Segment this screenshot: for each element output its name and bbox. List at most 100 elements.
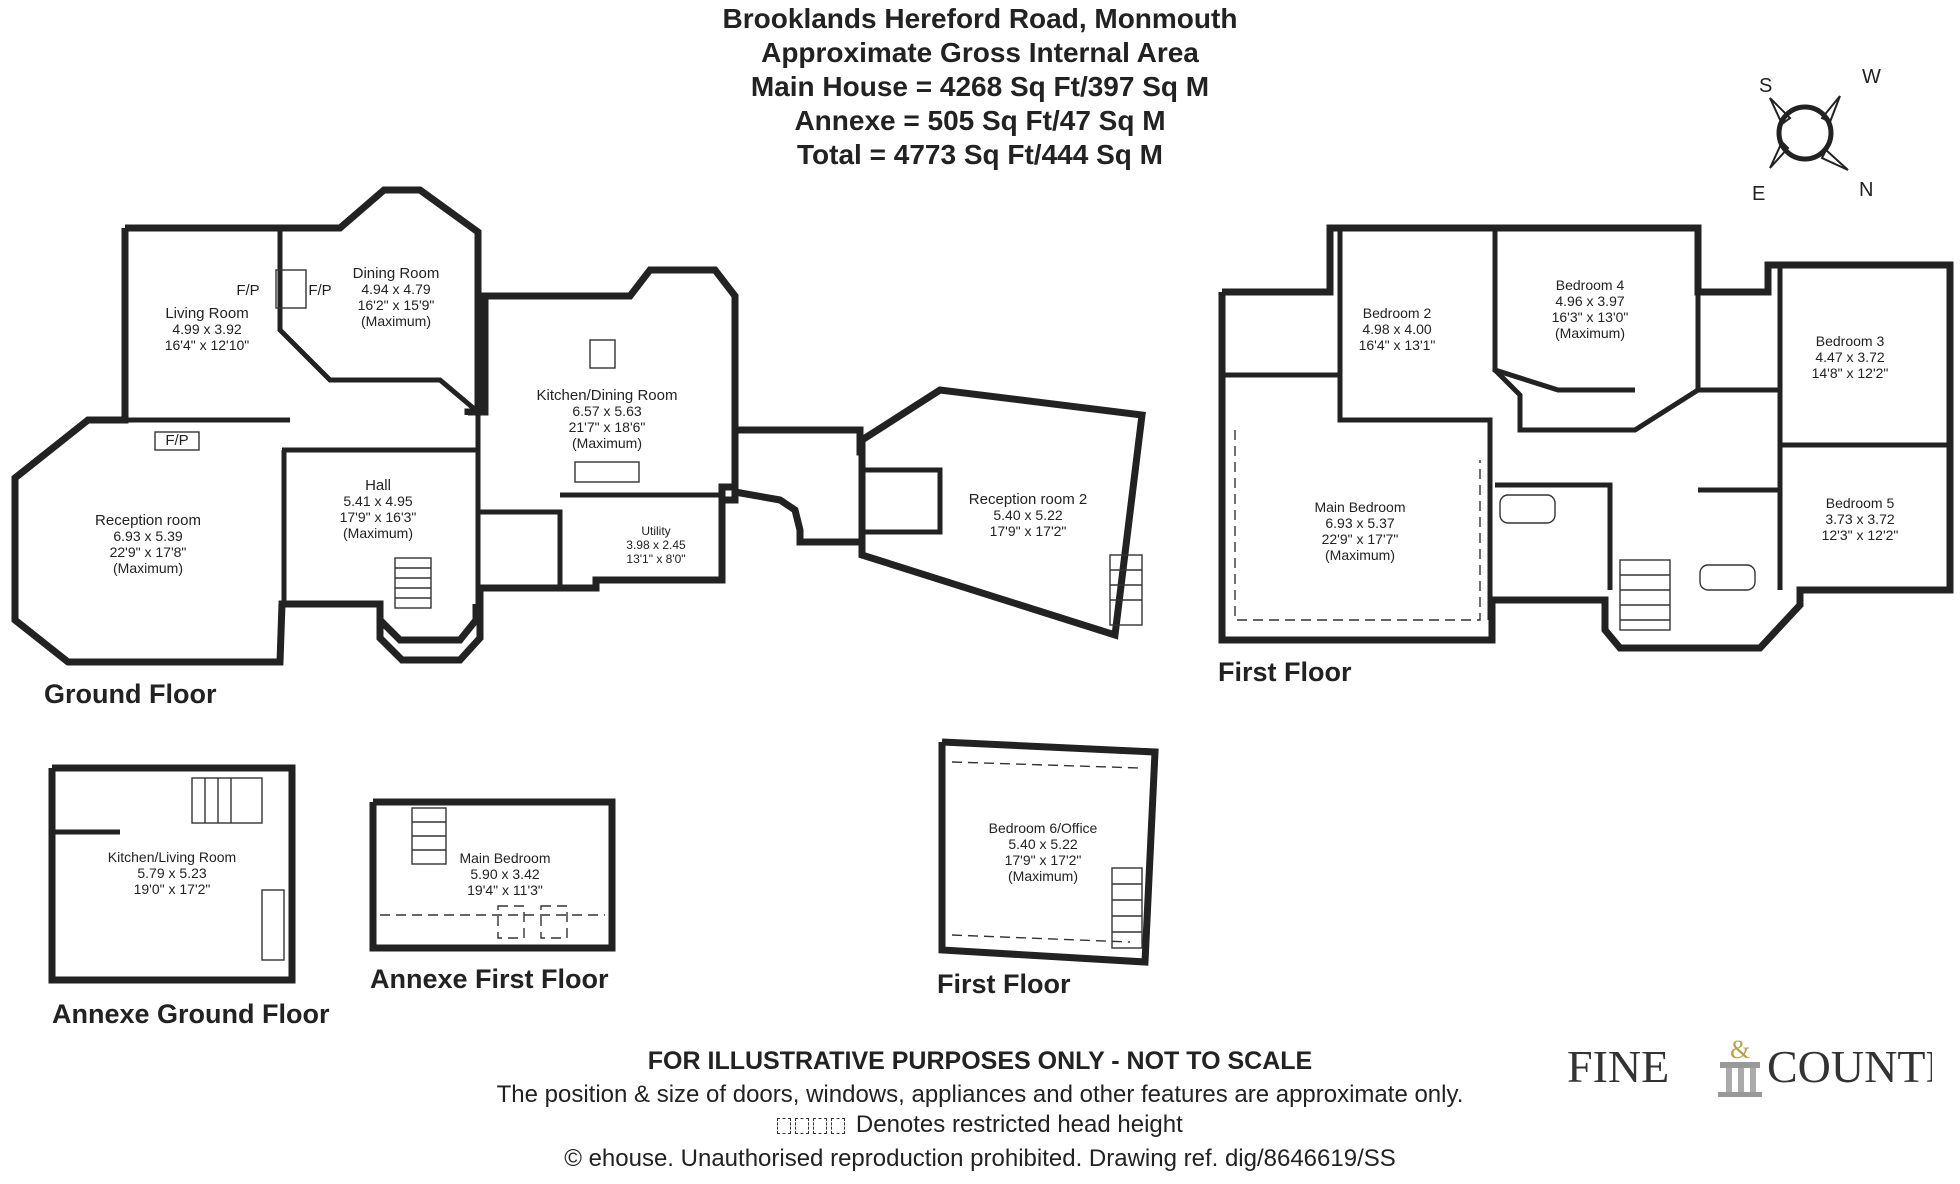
room-metric: 4.94 x 4.79 xyxy=(361,281,430,297)
legend: Denotes restricted head height xyxy=(0,1110,1960,1140)
room-annexe-bedroom: Main Bedroom 5.90 x 3.42 19'4" x 11'3" xyxy=(459,850,550,898)
main-house-area: Main House = 4268 Sq Ft/397 Sq M xyxy=(750,71,1210,102)
room-metric: 4.99 x 3.92 xyxy=(172,321,241,337)
room-living: Living Room 4.99 x 3.92 16'4" x 12'10" xyxy=(165,305,250,353)
total-area: Total = 4773 Sq Ft/444 Sq M xyxy=(797,139,1163,170)
compass-s: S xyxy=(1759,75,1772,97)
room-bedroom6: Bedroom 6/Office 5.40 x 5.22 17'9" x 17'… xyxy=(989,820,1098,884)
fine-country-logo: FINE & COUNTRY xyxy=(1562,1030,1960,1100)
room-imperial: 12'3" x 12'2" xyxy=(1822,527,1899,543)
restricted-height-legend-icon xyxy=(777,1111,849,1138)
room-imperial: 16'4" x 13'1" xyxy=(1359,337,1436,353)
room-note: (Maximum) xyxy=(343,525,413,541)
copyright: © ehouse. Unauthorised reproduction proh… xyxy=(564,1145,1396,1172)
first-floor-plan xyxy=(1218,224,1954,652)
room-imperial: 16'3" x 13'0" xyxy=(1552,309,1629,325)
fp-reception: F/P xyxy=(165,432,188,449)
floor-label-annexe-ground: Annexe Ground Floor xyxy=(52,999,330,1029)
room-main-bedroom: Main Bedroom 6.93 x 5.37 22'9" x 17'7" (… xyxy=(1314,499,1405,563)
room-name: Hall xyxy=(365,477,391,494)
floor-label-first-office: First Floor xyxy=(937,969,1071,999)
logo-country: COUNTRY xyxy=(1767,1041,1932,1092)
room-name: Bedroom 4 xyxy=(1556,277,1625,293)
compass-rose-icon: S W E N xyxy=(1752,66,1881,205)
room-name: Main Bedroom xyxy=(1314,499,1405,515)
room-metric: 3.73 x 3.72 xyxy=(1825,511,1894,527)
room-name: Utility xyxy=(641,524,670,538)
compass-e: E xyxy=(1752,183,1765,205)
room-note: (Maximum) xyxy=(572,435,642,451)
floor-label-ground: Ground Floor xyxy=(44,679,217,709)
room-imperial: 17'9" x 16'3" xyxy=(340,509,417,525)
room-imperial: 16'2" x 15'9" xyxy=(358,297,435,313)
room-metric: 6.93 x 5.39 xyxy=(113,528,182,544)
room-bedroom2: Bedroom 2 4.98 x 4.00 16'4" x 13'1" xyxy=(1359,305,1436,353)
annexe-ground-plan xyxy=(48,764,296,984)
disclaimer: FOR ILLUSTRATIVE PURPOSES ONLY - NOT TO … xyxy=(647,1047,1313,1075)
compass-w: W xyxy=(1862,66,1881,88)
room-metric: 6.57 x 5.63 xyxy=(572,403,641,419)
fp-labels: F/P F/P F/P xyxy=(165,282,331,449)
room-bedroom3: Bedroom 3 4.47 x 3.72 14'8" x 12'2" xyxy=(1812,333,1889,381)
area-subtitle: Approximate Gross Internal Area xyxy=(761,37,1199,68)
room-imperial: 22'9" x 17'8" xyxy=(110,544,187,560)
room-name: Living Room xyxy=(165,305,248,322)
room-utility: Utility 3.98 x 2.45 13'1" x 8'0" xyxy=(626,524,686,566)
room-name: Bedroom 2 xyxy=(1363,305,1432,321)
room-metric: 4.47 x 3.72 xyxy=(1815,349,1884,365)
room-metric: 5.40 x 5.22 xyxy=(993,507,1062,523)
fp-dining: F/P xyxy=(308,282,331,299)
room-name: Bedroom 6/Office xyxy=(989,820,1098,836)
room-name: Bedroom 5 xyxy=(1826,495,1895,511)
ground-floor-plan xyxy=(11,186,1146,666)
room-reception2: Reception room 2 5.40 x 5.22 17'9" x 17'… xyxy=(969,491,1087,539)
room-metric: 5.40 x 5.22 xyxy=(1008,836,1077,852)
room-note: (Maximum) xyxy=(1555,325,1625,341)
room-hall: Hall 5.41 x 4.95 17'9" x 16'3" (Maximum) xyxy=(340,477,417,541)
room-imperial: 19'4" x 11'3" xyxy=(467,882,543,898)
position-note: The position & size of doors, windows, a… xyxy=(496,1081,1464,1108)
fp-living: F/P xyxy=(236,282,259,299)
room-name: Bedroom 3 xyxy=(1816,333,1885,349)
annexe-area: Annexe = 505 Sq Ft/47 Sq M xyxy=(794,105,1166,136)
room-metric: 5.90 x 3.42 xyxy=(470,866,539,882)
room-name: Main Bedroom xyxy=(459,850,550,866)
room-metric: 4.96 x 3.97 xyxy=(1555,293,1624,309)
logo-fine: FINE xyxy=(1567,1041,1669,1092)
floor-label-first: First Floor xyxy=(1218,657,1352,687)
room-bedroom4: Bedroom 4 4.96 x 3.97 16'3" x 13'0" (Max… xyxy=(1552,277,1629,341)
room-metric: 5.79 x 5.23 xyxy=(137,865,206,881)
legend-text: Denotes restricted head height xyxy=(855,1111,1183,1138)
room-bedroom5: Bedroom 5 3.73 x 3.72 12'3" x 12'2" xyxy=(1822,495,1899,543)
room-imperial: 14'8" x 12'2" xyxy=(1812,365,1889,381)
room-metric: 4.98 x 4.00 xyxy=(1362,321,1431,337)
room-reception: Reception room 6.93 x 5.39 22'9" x 17'8"… xyxy=(95,512,201,576)
floor-label-annexe-first: Annexe First Floor xyxy=(370,964,609,994)
room-imperial: 16'4" x 12'10" xyxy=(165,337,250,353)
room-note: (Maximum) xyxy=(361,313,431,329)
compass-n: N xyxy=(1859,179,1873,201)
annexe-first-plan xyxy=(369,798,616,952)
logo-amp: & xyxy=(1730,1035,1750,1064)
room-metric: 3.98 x 2.45 xyxy=(626,538,686,552)
plan-title: Brooklands Hereford Road, Monmouth xyxy=(722,3,1238,34)
first-floor-office-plan xyxy=(938,738,1159,966)
room-annexe-kitchen: Kitchen/Living Room 5.79 x 5.23 19'0" x … xyxy=(108,849,236,897)
room-imperial: 13'1" x 8'0" xyxy=(626,552,685,566)
room-name: Kitchen/Living Room xyxy=(108,849,236,865)
room-name: Reception room 2 xyxy=(969,491,1087,508)
room-imperial: 19'0" x 17'2" xyxy=(134,881,211,897)
room-name: Reception room xyxy=(95,512,201,529)
room-imperial: 17'9" x 17'2" xyxy=(990,523,1067,539)
room-name: Kitchen/Dining Room xyxy=(537,387,678,404)
room-note: (Maximum) xyxy=(1325,547,1395,563)
room-imperial: 21'7" x 18'6" xyxy=(569,419,646,435)
room-metric: 5.41 x 4.95 xyxy=(343,493,412,509)
room-name: Dining Room xyxy=(353,265,440,282)
room-imperial: 17'9" x 17'2" xyxy=(1005,852,1082,868)
room-metric: 6.93 x 5.37 xyxy=(1325,515,1394,531)
room-dining: Dining Room 4.94 x 4.79 16'2" x 15'9" (M… xyxy=(353,265,440,329)
room-note: (Maximum) xyxy=(113,560,183,576)
room-kitchen: Kitchen/Dining Room 6.57 x 5.63 21'7" x … xyxy=(537,387,678,451)
